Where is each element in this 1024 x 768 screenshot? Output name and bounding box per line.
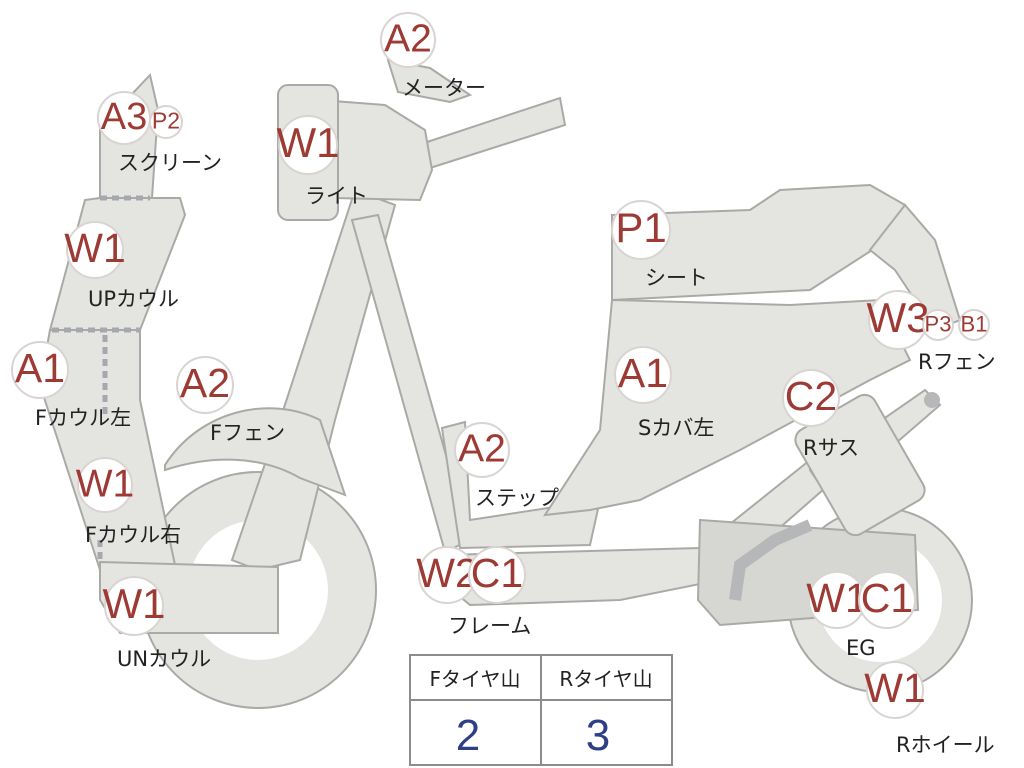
damage-badge-code: A3 <box>101 96 147 138</box>
muffler-pipe <box>729 519 813 601</box>
label-screen: スクリーン <box>118 151 222 175</box>
damage-badge-code: W1 <box>103 580 166 627</box>
damage-badge-circle <box>468 546 526 604</box>
damage-badge: W1 <box>76 457 135 513</box>
damage-badge-circle <box>11 341 69 399</box>
damage-badge-circle <box>104 576 164 636</box>
meter-shape <box>386 58 473 104</box>
damage-badge-circle <box>782 369 840 427</box>
damage-badge: C2 <box>782 369 840 427</box>
damage-badge-code: W1 <box>64 225 126 271</box>
damage-badge-circle <box>611 200 671 260</box>
damage-badge-code: W1 <box>76 462 135 505</box>
damage-badge-code: A2 <box>180 360 230 406</box>
damage-badge-code: A1 <box>15 345 65 391</box>
tire-table-value-front: 2 <box>456 711 480 760</box>
label-step: ステップ <box>475 486 559 510</box>
damage-badge: P1 <box>611 200 671 260</box>
damage-badge: A1 <box>11 341 69 399</box>
damage-badge: A2 <box>454 422 510 478</box>
front-fender-shape <box>164 407 347 497</box>
damage-badge-circle <box>454 422 510 478</box>
damage-badge-code: A2 <box>458 427 506 470</box>
label-meter: メーター <box>402 76 486 100</box>
label-f-cowl-r: Fカウル右 <box>85 523 181 547</box>
damage-badge-circle <box>278 115 338 175</box>
damage-badge: A2 <box>176 356 234 414</box>
label-un-cowl: UNカウル <box>117 647 211 671</box>
damage-badge-code: P2 <box>152 108 180 134</box>
damage-badge: W1 <box>64 221 126 279</box>
label-f-cowl-l: Fカウル左 <box>35 406 131 430</box>
rear-shock-end <box>924 392 940 408</box>
damage-badge-code: W1 <box>864 665 926 711</box>
label-f-fender: Fフェン <box>210 421 285 445</box>
damage-badge: P3 <box>922 309 954 341</box>
label-s-cover: Sカバ左 <box>638 416 714 440</box>
damage-badge-circle <box>614 346 672 404</box>
damage-badge: C1 <box>858 571 916 629</box>
damage-badge: P2 <box>149 105 183 139</box>
damage-badge: W1 <box>864 661 926 719</box>
label-seat: シート <box>645 266 708 290</box>
label-up-cowl: UPカウル <box>88 287 179 311</box>
damage-badge-circle <box>922 309 954 341</box>
damage-badge-circle <box>866 661 924 719</box>
damage-badge-code: W1 <box>277 119 340 166</box>
tire-table-header-rear: Rタイヤ山 <box>559 667 652 691</box>
damage-badge-circle <box>77 457 133 513</box>
tire-table-value-rear: 3 <box>586 711 610 760</box>
damage-badge-circle <box>176 356 234 414</box>
damage-badge: A1 <box>614 346 672 404</box>
damage-badge-code: A2 <box>384 17 432 60</box>
damage-badge-code: W2 <box>416 550 478 596</box>
damage-badge-code: W3 <box>867 294 930 341</box>
damage-badge-circle <box>149 105 183 139</box>
label-r-wheel: Rホイール <box>896 733 995 757</box>
damage-badge-circle <box>66 221 124 279</box>
damage-badge: A2 <box>380 12 436 68</box>
damage-badge-code: A1 <box>618 350 668 396</box>
tire-tread-table: Fタイヤ山 Rタイヤ山 2 3 <box>409 654 673 766</box>
tire-table-header-front: Fタイヤ山 <box>430 667 521 691</box>
damage-badge: B1 <box>958 309 990 341</box>
label-light: ライト <box>305 184 368 208</box>
label-r-fender: Rフェン <box>918 350 996 374</box>
damage-badge-code: P3 <box>925 311 952 336</box>
damage-badge: W1 <box>103 576 166 636</box>
label-r-sus: Rサス <box>803 436 859 460</box>
damage-badge-circle <box>858 571 916 629</box>
damage-badge-code: P1 <box>615 204 666 251</box>
damage-badge: W3 <box>867 290 930 350</box>
damage-badge-code: C1 <box>861 575 913 621</box>
damage-badge-code: B1 <box>961 311 988 336</box>
damage-badge-circle <box>958 309 990 341</box>
damage-badge: W1 <box>277 115 340 175</box>
damage-badge-circle <box>380 12 436 68</box>
damage-badge-code: C1 <box>471 550 523 596</box>
damage-badge: A3 <box>97 91 151 145</box>
label-engine: EG <box>846 636 876 660</box>
part-labels: スクリーン UPカウル Fカウル左 Fカウル右 UNカウル ライト メーター F… <box>35 76 996 757</box>
damage-badge: C1 <box>468 546 526 604</box>
damage-badge-code: C2 <box>785 373 837 419</box>
damage-badge: W1 <box>806 571 868 629</box>
label-frame: フレーム <box>448 614 531 638</box>
damage-badge-code: W1 <box>806 575 868 621</box>
handlebar <box>416 96 567 170</box>
